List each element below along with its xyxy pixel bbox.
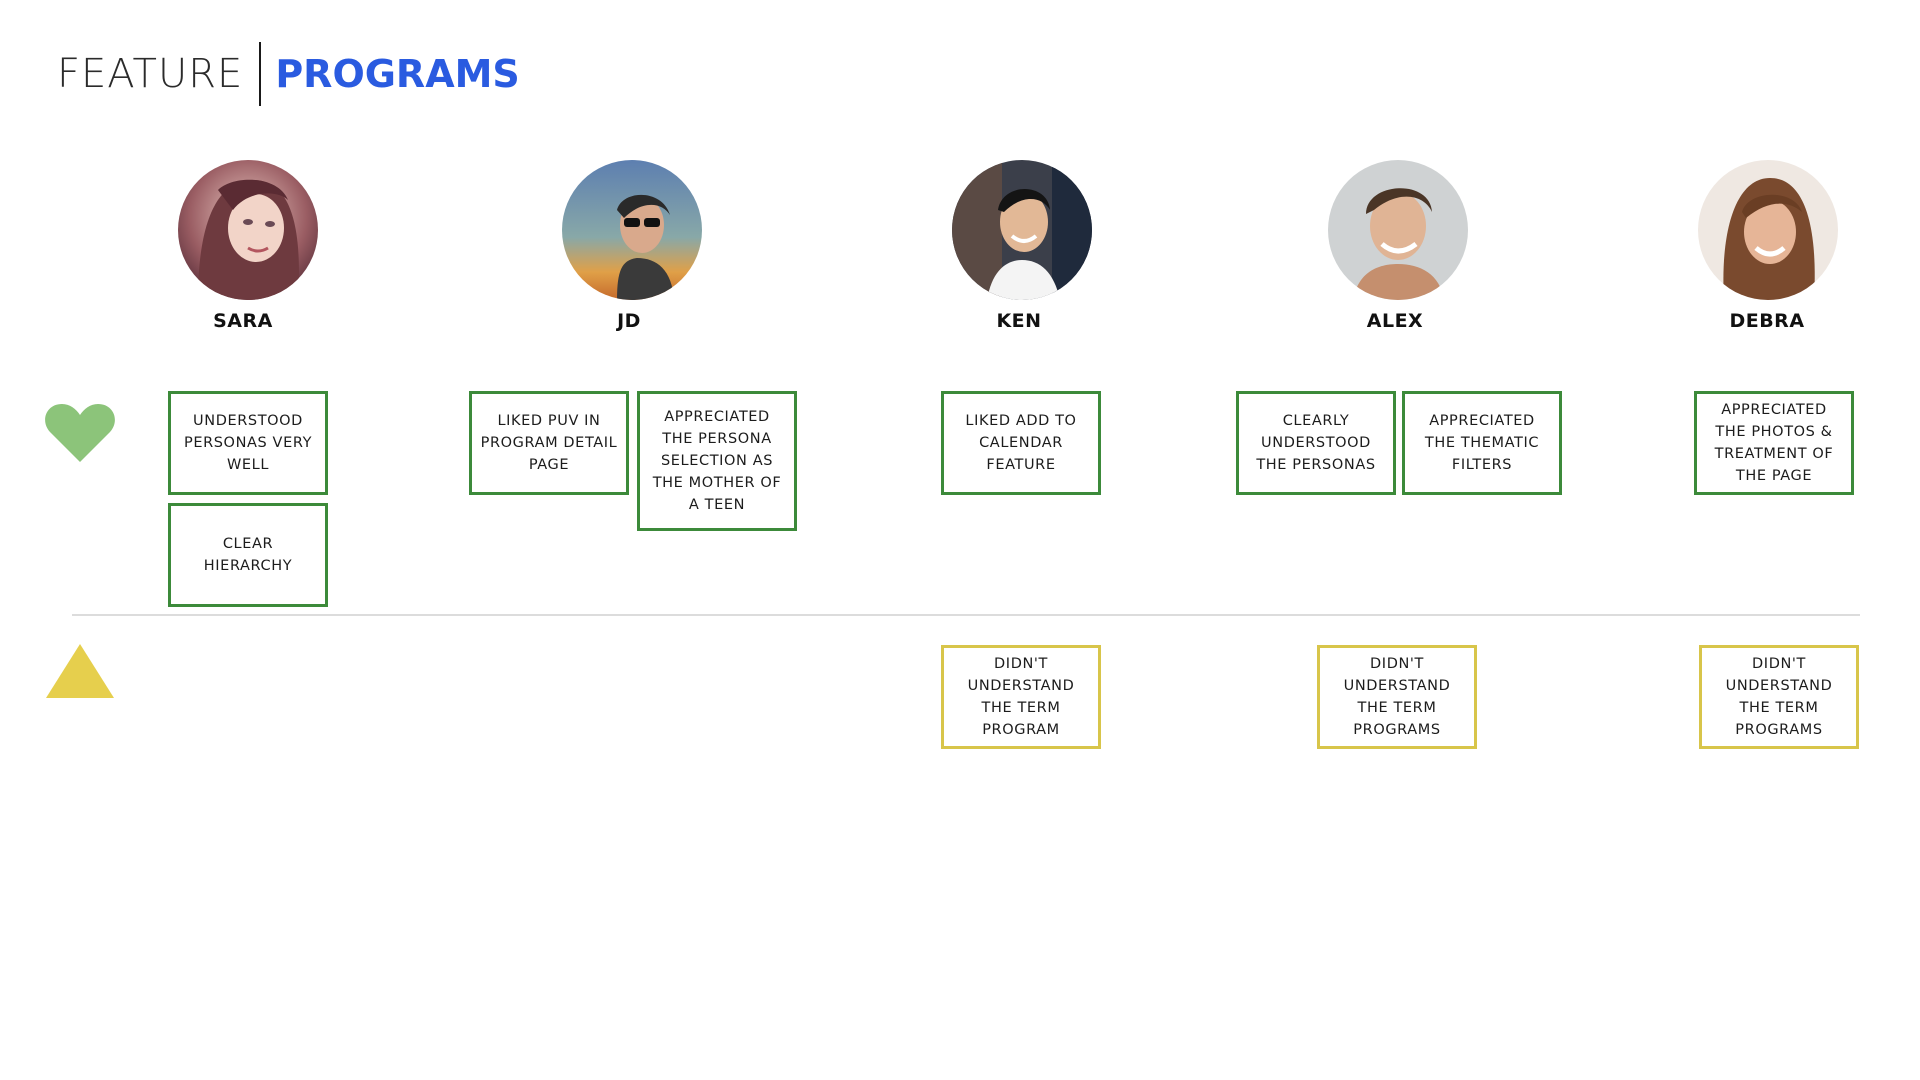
section-divider (72, 614, 1860, 616)
avatar-sara (178, 160, 318, 300)
note-positive-alex-1: CLEARLY UNDERSTOOD THE PERSONAS (1236, 391, 1396, 495)
note-positive-ken-1: LIKED ADD TO CALENDAR FEATURE (941, 391, 1101, 495)
avatar-jd (562, 160, 702, 300)
person-name-sara: SARA (213, 310, 273, 332)
triangle-warning-icon (46, 644, 114, 698)
heart-icon (45, 404, 115, 462)
person-name-debra: DEBRA (1729, 310, 1805, 332)
avatar-alex (1328, 160, 1468, 300)
title-divider (259, 42, 262, 106)
person-name-alex: ALEX (1366, 310, 1424, 332)
note-positive-debra-1: APPRECIATED THE PHOTOS & TREATMENT OF TH… (1694, 391, 1854, 495)
title-programs: PROGRAMS (275, 52, 520, 96)
note-positive-alex-2: APPRECIATED THE THEMATIC FILTERS (1402, 391, 1562, 495)
avatar-ken (952, 160, 1092, 300)
note-positive-sara-2: CLEAR HIERARCHY (168, 503, 328, 607)
note-negative-debra-1: DIDN'T UNDERSTAND THE TERM PROGRAMS (1699, 645, 1859, 749)
note-negative-alex-1: DIDN'T UNDERSTAND THE TERM PROGRAMS (1317, 645, 1477, 749)
title-feature: FEATURE (57, 51, 244, 97)
person-name-jd: JD (617, 310, 641, 332)
page-title: FEATURE PROGRAMS (57, 42, 520, 106)
note-negative-ken-1: DIDN'T UNDERSTAND THE TERM PROGRAM (941, 645, 1101, 749)
avatar-debra (1698, 160, 1838, 300)
note-positive-jd-2: APPRECIATED THE PERSONA SELECTION AS THE… (637, 391, 797, 531)
person-name-ken: KEN (996, 310, 1042, 332)
note-positive-sara-1: UNDERSTOOD PERSONAS VERY WELL (168, 391, 328, 495)
note-positive-jd-1: LIKED PUV IN PROGRAM DETAIL PAGE (469, 391, 629, 495)
